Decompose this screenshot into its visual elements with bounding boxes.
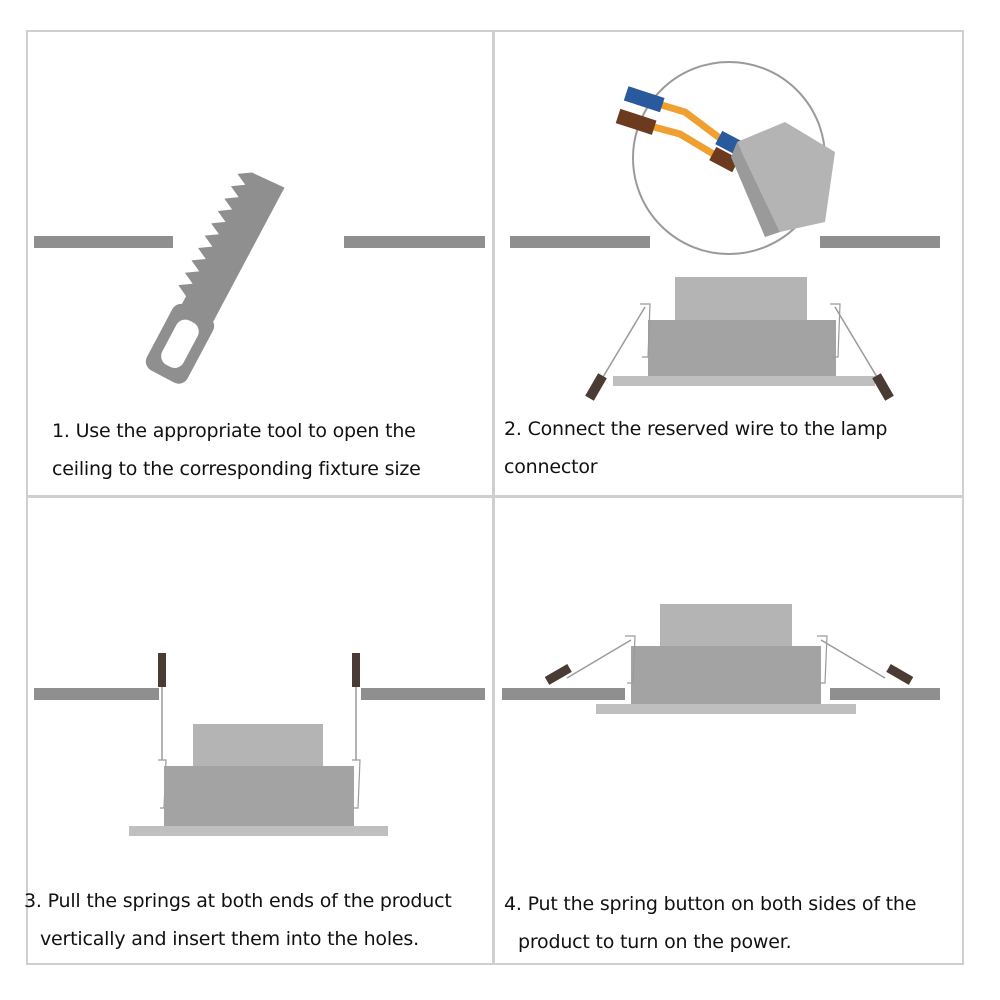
ceiling-left — [502, 688, 625, 700]
step-3-caption-line-2: vertically and insert them into the hole… — [40, 928, 419, 950]
step-1-caption-line-2: ceiling to the corresponding fixture siz… — [52, 458, 421, 480]
step-4-caption: 4. Put the spring button on both sides o… — [504, 885, 916, 961]
step-2-caption: 2. Connect the reserved wire to the lamp… — [504, 410, 887, 486]
saw-cut-illustration — [34, 172, 485, 384]
spring-pull-icon — [158, 653, 361, 809]
ceiling-right — [820, 236, 940, 248]
step-3-caption: 3. Pull the springs at both ends of the … — [24, 882, 452, 958]
spring-release-icon — [544, 635, 914, 685]
step-3-caption-line-1: 3. Pull the springs at both ends of the … — [24, 890, 452, 912]
saw-icon — [145, 172, 285, 384]
spring-pull-illustration — [34, 653, 485, 836]
step-1-caption-line-1: 1. Use the appropriate tool to open the — [52, 420, 416, 442]
step-4-panel: 4. Put the spring button on both sides o… — [495, 498, 962, 963]
lamp-fixture — [596, 604, 856, 714]
step-2-caption-line-1: 2. Connect the reserved wire to the lamp — [504, 418, 888, 440]
ceiling-right — [361, 688, 485, 700]
ceiling-left — [510, 236, 650, 248]
step-1-panel: 1. Use the appropriate tool to open the … — [28, 32, 492, 495]
spring-release-illustration — [502, 604, 940, 714]
step-4-caption-line-2: product to turn on the power. — [518, 931, 792, 953]
ceiling-left — [34, 688, 159, 700]
step-2-caption-line-2: connector — [504, 456, 598, 478]
step-1-caption: 1. Use the appropriate tool to open the … — [52, 412, 421, 488]
step-3-panel: 3. Pull the springs at both ends of the … — [24, 498, 492, 963]
ceiling-left — [34, 236, 173, 248]
ceiling-right — [830, 688, 940, 700]
grid-horizontal-divider — [26, 495, 964, 498]
step-2-panel: 2. Connect the reserved wire to the lamp… — [495, 32, 962, 495]
wire-connector-icon — [615, 61, 835, 255]
lamp-fixture — [129, 724, 388, 836]
wire-connect-illustration — [510, 61, 940, 401]
step-4-caption-line-1: 4. Put the spring button on both sides o… — [504, 893, 917, 915]
ceiling-right — [344, 236, 485, 248]
lamp-fixture — [585, 277, 894, 401]
